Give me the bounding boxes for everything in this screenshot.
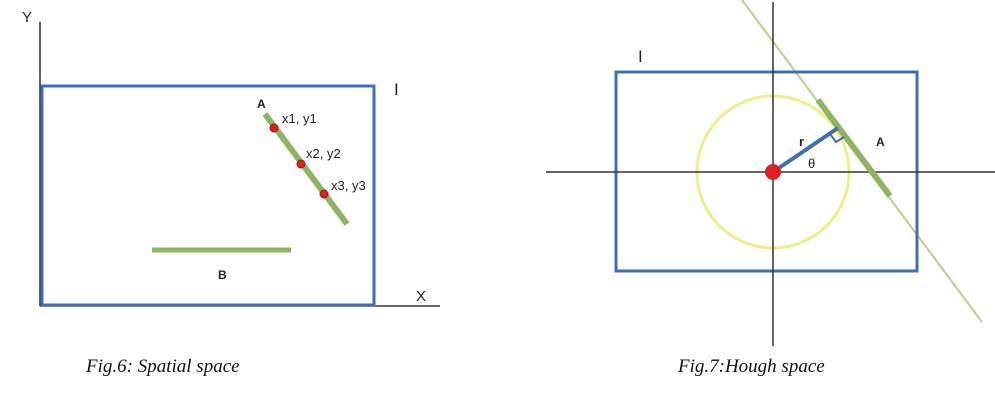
line-a [262,112,350,226]
point-2 [296,159,306,169]
radius-vector [771,126,840,174]
image-marker: I [638,47,643,66]
point-1 [269,123,279,133]
x-axis-label: X [416,288,426,305]
image-frame [40,84,376,307]
line-a-label: A [876,135,885,149]
point-3 [319,189,329,199]
line-a-label: A [257,97,266,111]
point-2-label: x2, y2 [306,146,341,161]
angle-label: θ [808,156,815,171]
point-3-label: x3, y3 [331,178,366,193]
hough-space-figure: I A r θ [546,0,995,346]
y-axis-label: Y [22,9,32,26]
line-a [815,98,893,198]
right-angle-marker [829,133,845,144]
figure-7-caption: Fig.7:Hough space [678,356,825,377]
point-1-label: x1, y1 [282,111,317,126]
radius-label: r [799,134,804,149]
figure-6-caption: Fig.6: Spatial space [86,356,240,377]
line-b-label: B [218,268,227,282]
image-marker: I [394,80,399,99]
spatial-space-figure: Y X I A x1, y1 x2, y2 x3, y3 B [22,9,440,307]
origin-point [765,164,781,180]
